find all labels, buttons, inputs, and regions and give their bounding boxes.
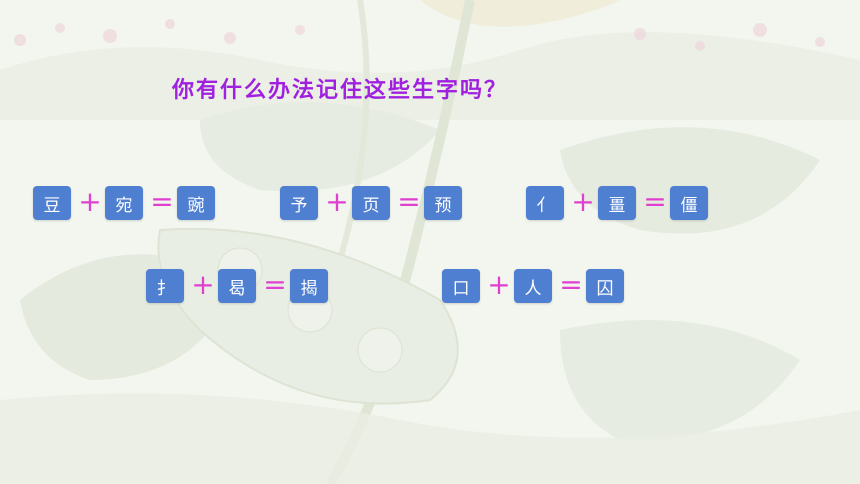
result-tile[interactable]: 僵 xyxy=(670,186,708,220)
equals-sign: = xyxy=(263,268,287,301)
equation-5: 口 + 人 = 囚 xyxy=(442,269,632,303)
component-tile[interactable]: 宛 xyxy=(105,186,143,220)
result-tile[interactable]: 囚 xyxy=(586,269,624,303)
component-tile[interactable]: 豆 xyxy=(33,186,71,220)
question-title: 你有什么办法记住这些生字吗？ xyxy=(172,78,509,103)
plus-sign: + xyxy=(325,185,349,218)
plus-sign: + xyxy=(78,185,102,218)
equals-sign: = xyxy=(150,185,174,218)
equation-4: 扌 + 曷 = 揭 xyxy=(146,269,336,303)
component-tile[interactable]: 页 xyxy=(352,186,390,220)
plus-sign: + xyxy=(571,185,595,218)
result-tile[interactable]: 揭 xyxy=(290,269,328,303)
result-tile[interactable]: 豌 xyxy=(177,186,215,220)
component-tile[interactable]: 畺 xyxy=(598,186,636,220)
component-tile[interactable]: 人 xyxy=(514,269,552,303)
equals-sign: = xyxy=(559,268,583,301)
equals-sign: = xyxy=(397,185,421,218)
equation-2: 予 + 页 = 预 xyxy=(280,186,470,220)
component-tile[interactable]: 扌 xyxy=(146,269,184,303)
equation-1: 豆 + 宛 = 豌 xyxy=(33,186,223,220)
component-tile[interactable]: 予 xyxy=(280,186,318,220)
plus-sign: + xyxy=(191,268,215,301)
component-tile[interactable]: 曷 xyxy=(218,269,256,303)
equals-sign: = xyxy=(643,185,667,218)
result-tile[interactable]: 预 xyxy=(424,186,462,220)
equation-3: 亻 + 畺 = 僵 xyxy=(526,186,716,220)
component-tile[interactable]: 亻 xyxy=(526,186,564,220)
component-tile[interactable]: 口 xyxy=(442,269,480,303)
plus-sign: + xyxy=(487,268,511,301)
